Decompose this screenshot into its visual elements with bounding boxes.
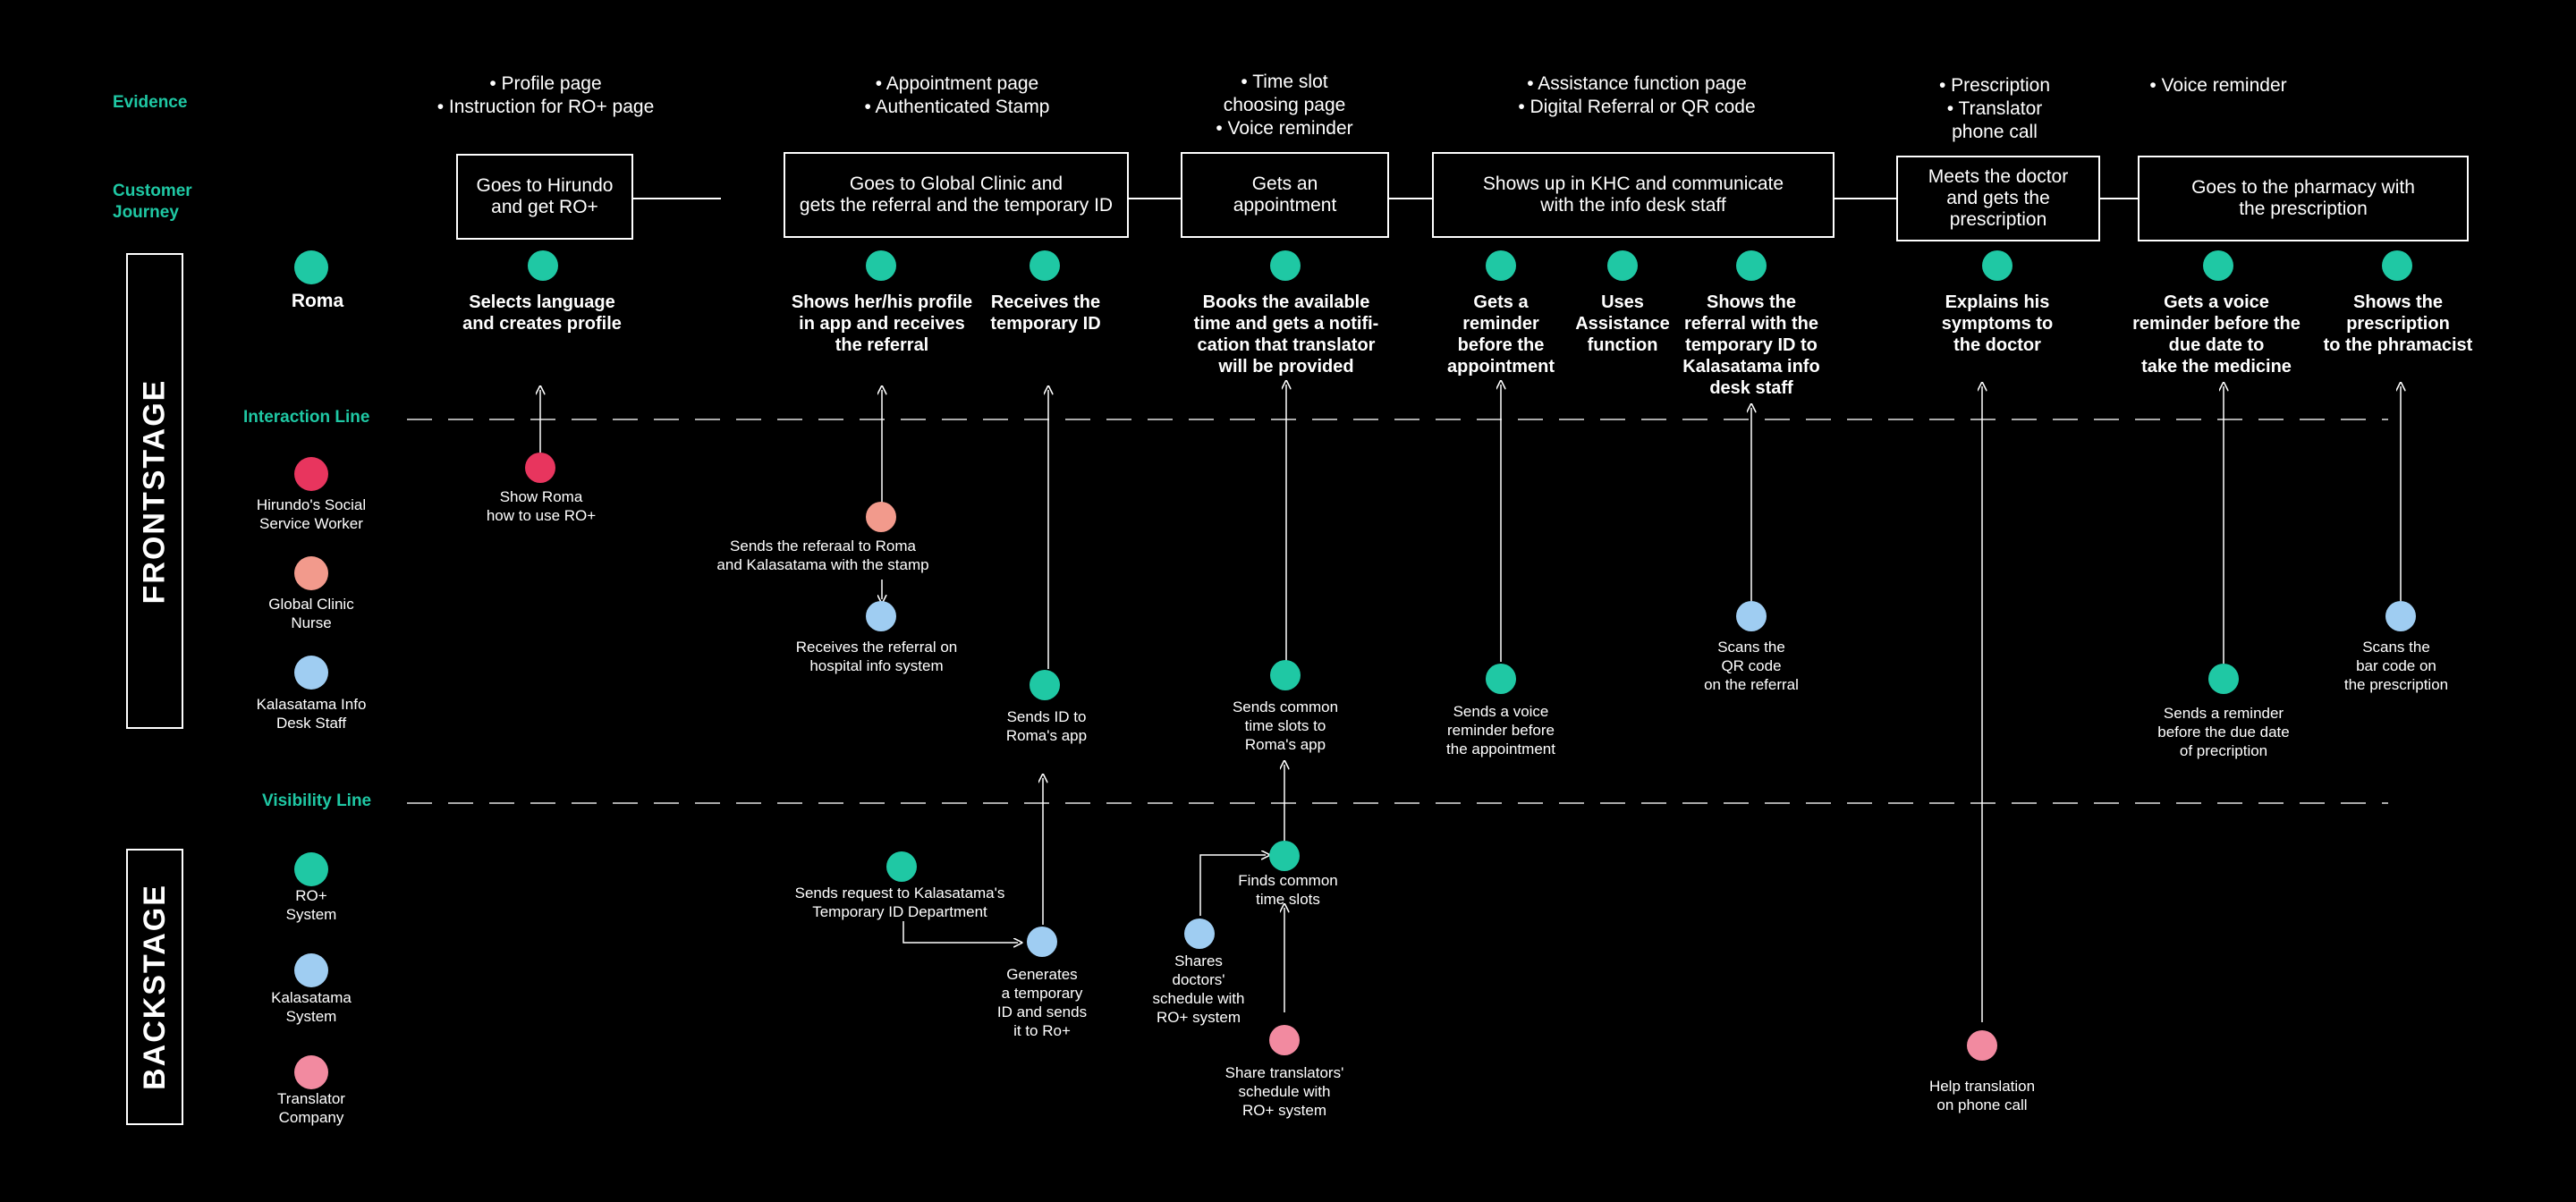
frontstage-label: FRONTSTAGE xyxy=(137,378,172,604)
calendar-icon xyxy=(1184,918,1215,949)
translator-company-label: Translator Company xyxy=(277,1090,345,1126)
visibility-line-label: Visibility Line xyxy=(262,791,372,810)
frontstage-box: FRONTSTAGE xyxy=(126,253,183,729)
ro-system-label: RO+ System xyxy=(285,887,337,923)
backstage-box: BACKSTAGE xyxy=(126,849,183,1125)
customer-journey-label: Customer Journey xyxy=(113,182,192,222)
front-step-4: Sends ID to Roma's app xyxy=(1005,708,1088,744)
back-step-3: Finds common time slots xyxy=(1238,872,1338,908)
kalasatama-system-avatar xyxy=(294,953,328,987)
roma-action-9: Gets a voice reminder before the due dat… xyxy=(2132,292,2301,377)
ro-system-avatar xyxy=(294,852,328,886)
journey-step-4: Shows up in KHC and communicate with the… xyxy=(1432,152,1835,238)
calendar-icon xyxy=(1270,250,1301,281)
calendar-icon xyxy=(1269,841,1300,871)
front-step-3: Receives the referral on hospital info s… xyxy=(795,639,958,674)
hand-touch-icon xyxy=(525,453,555,483)
roma-action-2: Shows her/his profile in app and receive… xyxy=(791,292,973,355)
bell-icon xyxy=(2203,250,2233,281)
id-card-icon xyxy=(886,851,917,882)
roma-action-8: Explains his symptoms to the doctor xyxy=(1941,292,2054,355)
front-step-9: Scans the bar code on the prescription xyxy=(2343,639,2449,693)
roma-action-7: Shows the referral with the temporary ID… xyxy=(1682,292,1820,398)
translator-company-avatar xyxy=(294,1055,328,1089)
back-step-2: Generates a temporary ID and sends it to… xyxy=(996,966,1088,1039)
hand-touch-icon xyxy=(528,250,558,281)
roma-action-10: Shows the prescription to the phramacist xyxy=(2323,292,2473,355)
journey-step-5: Meets the doctor and gets the prescripti… xyxy=(1896,156,2100,241)
roma-action-1: Selects language and creates profile xyxy=(462,292,622,334)
journey-step-1: Goes to Hirundo and get RO+ xyxy=(456,154,633,240)
journey-step-2: Goes to Global Clinic and gets the refer… xyxy=(784,152,1129,238)
evidence-6: • Voice reminder xyxy=(2149,75,2287,96)
front-step-6: Sends a voice reminder before the appoin… xyxy=(1446,703,1555,758)
interaction-line-label: Interaction Line xyxy=(243,408,370,427)
evidence-4: • Assistance function page• Digital Refe… xyxy=(1518,73,1756,117)
profile-icon xyxy=(866,250,896,281)
journey-step-6: Goes to the pharmacy with the prescripti… xyxy=(2138,156,2469,241)
back-step-5: Share translators' schedule with RO+ sys… xyxy=(1224,1064,1344,1119)
roma-action-4: Books the available time and gets a noti… xyxy=(1193,292,1379,377)
front-step-5: Sends common time slots to Roma's app xyxy=(1232,698,1339,753)
document-icon xyxy=(1736,601,1767,631)
evidence-label: Evidence xyxy=(113,93,188,112)
journey-step-3: Gets an appointment xyxy=(1181,152,1389,238)
back-step-6: Help translation on phone call xyxy=(1928,1078,2036,1113)
nurse-avatar xyxy=(294,556,328,590)
chat-icon xyxy=(1607,250,1638,281)
document-icon xyxy=(2382,250,2412,281)
roma-action-6: Uses Assistance function xyxy=(1575,292,1670,355)
bell-icon xyxy=(2208,664,2239,694)
mail-icon xyxy=(866,601,896,631)
document-icon xyxy=(1736,250,1767,281)
flow-arrows xyxy=(540,385,2401,1022)
info-desk-label: Kalasatama Info Desk Staff xyxy=(256,696,367,732)
front-step-7: Scans the QR code on the referral xyxy=(1704,639,1799,693)
back-step-4: Shares doctors' schedule with RO+ system xyxy=(1152,952,1245,1026)
roma-avatar xyxy=(294,250,328,284)
profile-icon xyxy=(866,502,896,532)
info-desk-avatar xyxy=(294,656,328,690)
front-step-2: Sends the referaal to Roma and Kalasatam… xyxy=(716,538,929,573)
kalasatama-system-label: Kalasatama System xyxy=(271,989,352,1025)
phone-icon xyxy=(1982,250,2012,281)
calendar-icon xyxy=(1270,660,1301,690)
phone-icon xyxy=(1967,1030,1997,1061)
roma-action-3: Receives the temporary ID xyxy=(990,292,1101,334)
roma-label: Roma xyxy=(291,291,344,311)
backstage-label: BACKSTAGE xyxy=(137,884,172,1090)
nurse-label: Global Clinic Nurse xyxy=(268,596,354,631)
bell-icon xyxy=(1486,250,1516,281)
roma-action-5: Gets a reminder before the appointment xyxy=(1447,292,1555,377)
document-icon xyxy=(2385,601,2416,631)
front-step-8: Sends a reminder before the due date of … xyxy=(2157,705,2290,759)
back-step-1: Sends request to Kalasatama's Temporary … xyxy=(794,885,1005,920)
social-worker-label: Hirundo's Social Service Worker xyxy=(256,496,367,532)
id-card-icon xyxy=(1030,250,1060,281)
bell-icon xyxy=(1486,664,1516,694)
calendar-icon xyxy=(1269,1025,1300,1055)
social-worker-avatar xyxy=(294,457,328,491)
evidence-1: • Profile page• Instruction for RO+ page xyxy=(436,73,655,117)
id-card-icon xyxy=(1027,927,1057,957)
id-card-icon xyxy=(1030,670,1060,700)
front-step-1: Show Roma how to use RO+ xyxy=(486,488,597,524)
evidence-2: • Appointment page• Authenticated Stamp xyxy=(864,73,1050,117)
